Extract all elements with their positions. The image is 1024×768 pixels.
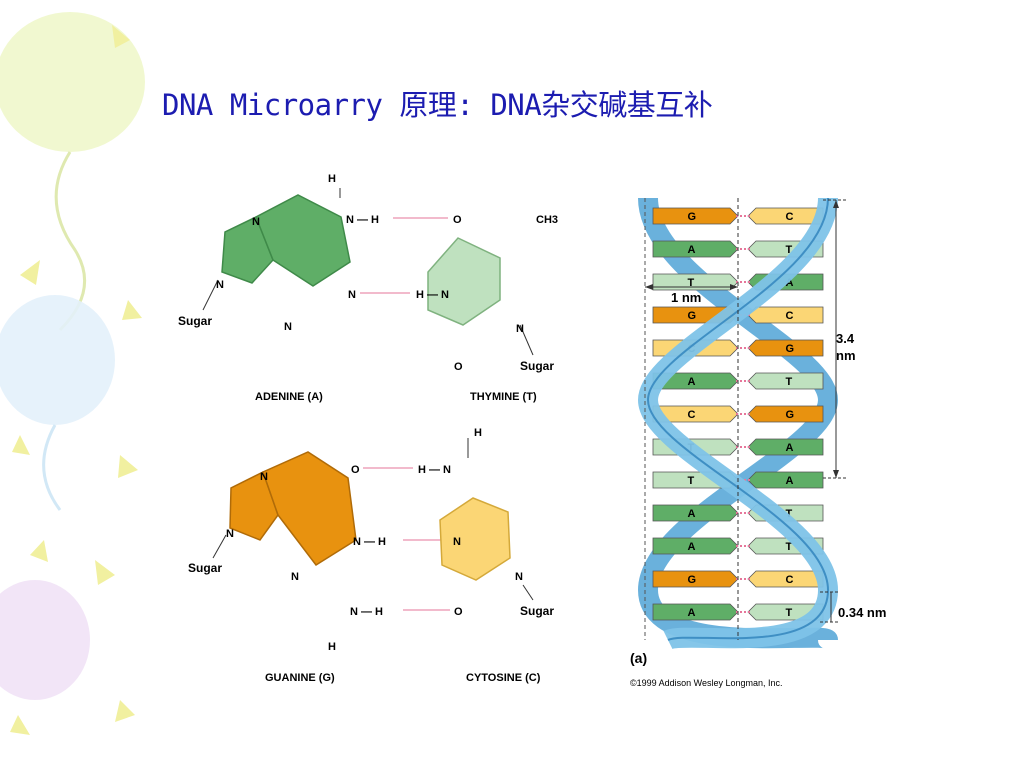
adenine-atom-n7: N xyxy=(252,216,260,228)
confetti xyxy=(10,25,142,735)
cytosine-atom-n1: N xyxy=(515,571,523,583)
guanine-atom-n7: N xyxy=(260,471,268,483)
guanine-sugar-label: Sugar xyxy=(188,561,222,575)
helix-pitch-value: 3.4 xyxy=(836,331,855,346)
base-right-G xyxy=(747,405,824,423)
base-left-label: A xyxy=(688,607,696,619)
base-right-G xyxy=(747,339,824,357)
base-left-label: A xyxy=(688,376,696,388)
helix-width-label: 1 nm xyxy=(671,290,701,305)
base-right-label: C xyxy=(786,310,794,322)
base-left-A xyxy=(652,537,739,555)
guanine-name-label: GUANINE (G) xyxy=(265,672,335,684)
base-right-label: G xyxy=(786,409,795,421)
cytosine-atom-hn: H — N xyxy=(418,464,451,476)
base-left-label: G xyxy=(688,310,697,322)
slide-title: DNA Microarry 原理: DNA杂交碱基互补 xyxy=(162,88,713,122)
base-left-A xyxy=(652,240,739,258)
guanine-atom-n3: N xyxy=(291,571,299,583)
cytosine-atom-o2: O xyxy=(454,606,463,618)
thymine-atom-ch3: CH3 xyxy=(536,214,558,226)
base-right-label: T xyxy=(786,376,793,388)
dna-figure: N N N N H N — H Sugar ADENINE (A) O CH3 … xyxy=(148,160,923,700)
adenine-atom-nh: N — H xyxy=(346,214,379,226)
balloon-yellow-green xyxy=(0,12,145,152)
base-right-A xyxy=(747,438,824,456)
adenine-atom-h: H xyxy=(328,173,336,185)
thymine-sugar-label: Sugar xyxy=(520,359,554,373)
base-left-A xyxy=(652,504,739,522)
thymine-atom-hn3: H — N xyxy=(416,289,449,301)
adenine-atom-n1: N xyxy=(348,289,356,301)
cytosine-molecule: H H — N N N O Sugar CYTOSINE (C) xyxy=(418,427,554,684)
base-left-A xyxy=(652,603,739,621)
base-left-G xyxy=(652,207,739,225)
thymine-molecule: O CH3 H — N N O Sugar THYMINE (T) xyxy=(416,214,558,403)
thymine-name-label: THYMINE (T) xyxy=(470,391,537,403)
base-left-label: C xyxy=(688,409,696,421)
guanine-molecule: O N N N — H N N — H H Sugar GUANINE (G) xyxy=(188,451,386,684)
base-right-label: C xyxy=(786,211,794,223)
base-right-label: A xyxy=(786,442,794,454)
base-left-label: G xyxy=(688,211,697,223)
thymine-atom-o4: O xyxy=(453,214,462,226)
base-left-label: T xyxy=(688,277,695,289)
helix-pitch-unit: nm xyxy=(836,348,856,363)
cytosine-atom-n3: N xyxy=(453,536,461,548)
thymine-atom-n1: N xyxy=(516,323,524,335)
base-left-G xyxy=(652,570,739,588)
adenine-six-ring xyxy=(255,194,351,287)
thymine-atom-o2: O xyxy=(454,361,463,373)
base-left-label: A xyxy=(688,541,696,553)
copyright-text: ©1999 Addison Wesley Longman, Inc. xyxy=(630,678,783,688)
adenine-atom-n3: N xyxy=(284,321,292,333)
guanine-atom-nh: N — H xyxy=(350,606,383,618)
guanine-six-ring xyxy=(262,451,357,566)
cytosine-name-label: CYTOSINE (C) xyxy=(466,672,541,684)
base-right-T xyxy=(747,372,824,390)
cytosine-ring xyxy=(439,497,511,581)
adenine-atom-n9: N xyxy=(216,279,224,291)
decorative-balloons xyxy=(0,12,145,735)
base-right-label: T xyxy=(786,508,793,520)
adenine-name-label: ADENINE (A) xyxy=(255,391,323,403)
balloon-purple xyxy=(0,580,90,700)
base-left-label: A xyxy=(688,508,696,520)
balloon-string xyxy=(42,424,62,511)
adenine-sugar-label: Sugar xyxy=(178,314,212,328)
base-left-T xyxy=(652,273,739,291)
panel-label: (a) xyxy=(630,650,647,666)
guanine-atom-o6: O xyxy=(351,464,360,476)
guanine-atom-h: H xyxy=(328,641,336,653)
guanine-atom-n1h: N — H xyxy=(353,536,386,548)
dna-figure-svg: N N N N H N — H Sugar ADENINE (A) O CH3 … xyxy=(178,173,886,688)
thymine-ring xyxy=(427,237,501,326)
base-left-label: A xyxy=(688,244,696,256)
base-left-label: G xyxy=(688,574,697,586)
base-right-label: A xyxy=(786,277,794,289)
cytosine-atom-h: H xyxy=(474,427,482,439)
base-right-label: T xyxy=(786,607,793,619)
base-right-label: A xyxy=(786,475,794,487)
base-right-label: T xyxy=(786,244,793,256)
base-right-label: T xyxy=(786,541,793,553)
helix-rise-label: 0.34 nm xyxy=(838,605,886,620)
base-right-label: C xyxy=(786,574,794,586)
base-right-label: G xyxy=(786,343,795,355)
adenine-molecule: N N N N H N — H Sugar ADENINE (A) xyxy=(178,173,379,403)
helix-backbone-front-edge xyxy=(646,197,830,641)
cytosine-sugar-label: Sugar xyxy=(520,604,554,618)
balloon-blue xyxy=(0,295,115,425)
base-left-label: T xyxy=(688,475,695,487)
base-right-A xyxy=(747,471,824,489)
guanine-atom-n9: N xyxy=(226,528,234,540)
